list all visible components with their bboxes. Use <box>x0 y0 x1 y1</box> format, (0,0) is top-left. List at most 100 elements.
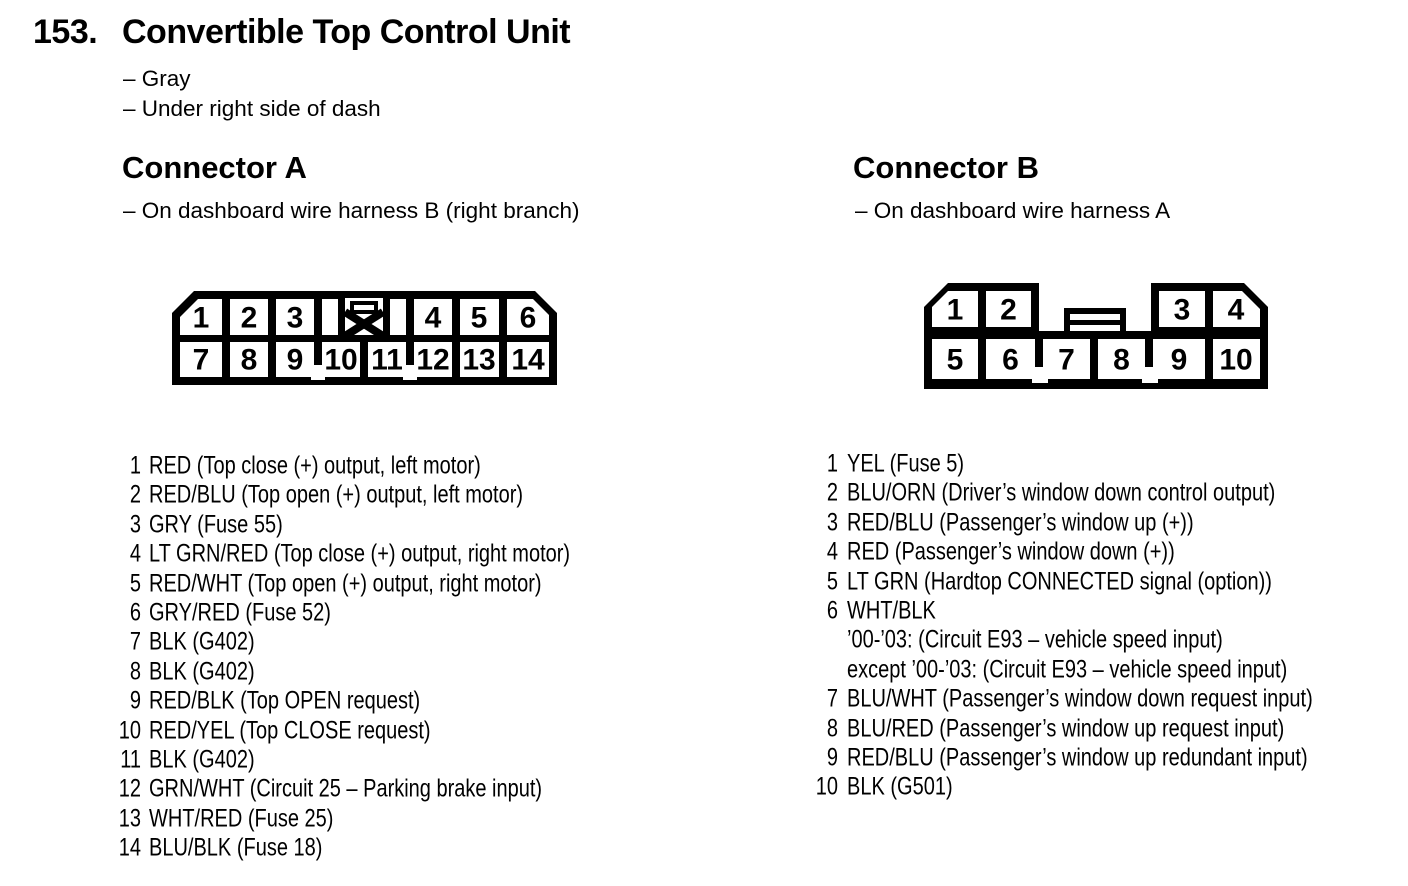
pin-description: BLU/BLK (Fuse 18) <box>149 834 323 862</box>
pin-number: 3 <box>826 508 838 537</box>
pin-number-label: 7 <box>1058 344 1075 377</box>
pin-number: 12 <box>118 775 141 804</box>
pin-number-label: 3 <box>287 302 304 335</box>
pin-number-label: 5 <box>947 344 964 377</box>
connector-b-pin-list: 1 YEL (Fuse 5) 2 BLU/ORN (Driver’s window … <box>812 450 1313 803</box>
pin-number-label: 7 <box>193 344 210 377</box>
pin-cell <box>1213 291 1260 327</box>
pin-row: 14 BLU/BLK (Fuse 18) <box>115 831 570 868</box>
pin-row: 3 GRY (Fuse 55) <box>115 507 570 544</box>
pin-description: GRY/RED (Fuse 52) <box>149 599 331 627</box>
pin-number-label: 9 <box>1171 344 1188 377</box>
pin-number-label: 14 <box>511 344 545 377</box>
pin-cell <box>932 339 978 379</box>
pin-description: WHT/RED (Fuse 25) <box>149 804 334 833</box>
pin-number-label: 2 <box>241 302 258 335</box>
latch-icon <box>338 291 390 340</box>
unit-note-color: – Gray <box>123 66 191 91</box>
pin-row: 5 RED/WHT (Top open (+) output, right mot… <box>115 566 570 603</box>
pin-number-label: 12 <box>416 344 449 377</box>
pin-cell <box>986 339 1035 379</box>
pin-cell <box>230 342 268 377</box>
pin-number-label: 8 <box>1113 344 1130 377</box>
pin-cell <box>986 291 1031 327</box>
pin-row: 10 RED/YEL (Top CLOSE request) <box>115 713 570 750</box>
pin-row: 6 WHT/BLK <box>812 593 1313 630</box>
pin-description: BLU/RED (Passenger’s window up request i… <box>847 714 1285 743</box>
keying-notch <box>403 365 417 380</box>
pin-cell <box>230 299 268 335</box>
pin-cell <box>276 342 314 377</box>
pin-number: 4 <box>826 538 838 566</box>
latch-icon <box>1064 308 1126 337</box>
pin-description: YEL (Fuse 5) <box>847 450 965 478</box>
keying-notch <box>1142 367 1158 383</box>
pin-cell <box>1153 339 1205 379</box>
latch-slot <box>1070 314 1120 320</box>
pin-number-label: 1 <box>947 294 964 327</box>
pin-number-label: 6 <box>520 302 537 335</box>
page-title: Convertible Top Control Unit <box>122 13 571 51</box>
pin-number: 1 <box>129 452 141 480</box>
pin-number: 6 <box>826 597 838 625</box>
pin-row: 1 RED (Top close (+) output, left motor) <box>115 448 570 485</box>
connector-a-heading: Connector A <box>122 150 307 185</box>
connector-b-pinout-diagram: 1 2 3 4 5 6 7 8 9 10 <box>924 283 1268 389</box>
latch-slot <box>354 305 374 310</box>
keying-notch <box>1032 367 1048 383</box>
pin-description: BLK (G402) <box>149 746 255 774</box>
pin-cell <box>368 342 406 377</box>
pin-description: RED/WHT (Top open (+) output, right moto… <box>149 569 542 598</box>
unit-notes: – Gray – Under right side of dash <box>123 64 381 124</box>
pin-number: 5 <box>826 567 838 596</box>
pin-description: RED (Top close (+) output, left motor) <box>149 452 481 480</box>
pin-row: 5 LT GRN (Hardtop CONNECTED signal (optio… <box>812 564 1313 601</box>
pin-description: RED/BLU (Top open (+) output, left motor… <box>149 481 524 509</box>
pin-number-label: 6 <box>1002 344 1019 377</box>
pin-number: 3 <box>129 510 141 539</box>
pin-number: 9 <box>826 744 838 772</box>
pin-cell <box>507 299 549 335</box>
pin-number-label: 5 <box>471 302 488 335</box>
pin-cell <box>414 299 452 335</box>
pin-number: 10 <box>118 716 141 745</box>
pin-number-label: 13 <box>462 344 495 377</box>
pin-row: 7 BLU/WHT (Passenger’s window down reques… <box>812 682 1313 719</box>
pin-description: BLU/WHT (Passenger’s window down request… <box>847 685 1313 713</box>
pin-number: 2 <box>826 479 838 507</box>
pin-number: 5 <box>129 569 141 598</box>
pin-description: except ’00-’03: (Circuit E93 – vehicle s… <box>847 655 1288 684</box>
pin-number-label: 10 <box>324 344 357 377</box>
pin-description: LT GRN (Hardtop CONNECTED signal (option… <box>847 567 1272 596</box>
pin-description: GRY (Fuse 55) <box>149 510 283 539</box>
pin-number: 9 <box>129 687 141 715</box>
pin-description: WHT/BLK <box>847 597 936 625</box>
pin-number: 14 <box>118 834 141 862</box>
pin-description: BLK (G402) <box>149 657 255 686</box>
pin-number: 7 <box>129 628 141 657</box>
pin-number: 1 <box>826 450 838 478</box>
pin-description: RED/YEL (Top CLOSE request) <box>149 716 431 745</box>
pin-cell <box>1213 339 1260 379</box>
pin-number-label: 10 <box>1219 344 1252 377</box>
keying-notch <box>311 365 325 380</box>
pin-row: 1 YEL (Fuse 5) <box>812 446 1313 483</box>
pin-number: 8 <box>826 714 838 743</box>
pin-number-label: 2 <box>1000 294 1017 327</box>
pin-number-label: 11 <box>371 344 403 377</box>
latch-body <box>1064 308 1126 337</box>
pin-description: BLU/ORN (Driver’s window down control ou… <box>847 479 1276 507</box>
pin-number: 7 <box>826 685 838 713</box>
pin-row-continuation: except ’00-’03: (Circuit E93 – vehicle s… <box>812 652 1313 689</box>
pin-number-label: 9 <box>287 344 304 377</box>
pin-number-label: 4 <box>1228 294 1245 327</box>
pin-cell <box>414 342 452 377</box>
